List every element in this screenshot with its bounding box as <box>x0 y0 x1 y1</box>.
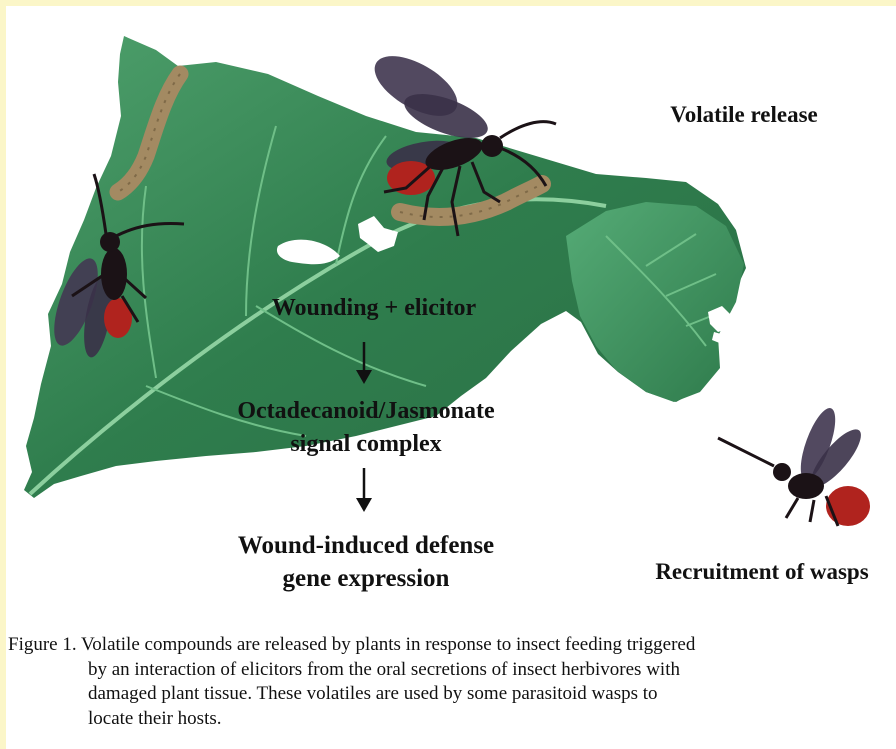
defense-line2: gene expression <box>186 562 546 595</box>
wounding-elicitor-label: Wounding + elicitor <box>224 295 524 322</box>
figure-caption: Figure 1. Volatile compounds are release… <box>8 633 896 731</box>
wounding-text: Wounding <box>272 295 379 321</box>
arrow-down-icon <box>356 468 372 512</box>
elicitor-text: + elicitor <box>385 295 477 321</box>
caption-line: Figure 1. Volatile compounds are release… <box>8 633 896 658</box>
octadecanoid-label: Octadecanoid/Jasmonate signal complex <box>186 395 546 461</box>
octadecanoid-line2: signal complex <box>186 428 546 461</box>
caption-line: by an interaction of elicitors from the … <box>8 658 896 683</box>
octadecanoid-line1: Octadecanoid/Jasmonate <box>186 395 546 428</box>
leaf-lobe <box>566 202 744 402</box>
wasp-icon <box>718 404 870 526</box>
figure-panel: Volatile release Wounding + elicitor Oct… <box>6 6 896 749</box>
volatile-release-label: Volatile release <box>642 102 846 128</box>
caption-line: damaged plant tissue. These volatiles ar… <box>8 682 896 707</box>
defense-line1: Wound-induced defense <box>186 529 546 562</box>
defense-label: Wound-induced defense gene expression <box>186 529 546 595</box>
recruitment-label: Recruitment of wasps <box>628 559 896 585</box>
caption-line: locate their hosts. <box>8 707 896 732</box>
